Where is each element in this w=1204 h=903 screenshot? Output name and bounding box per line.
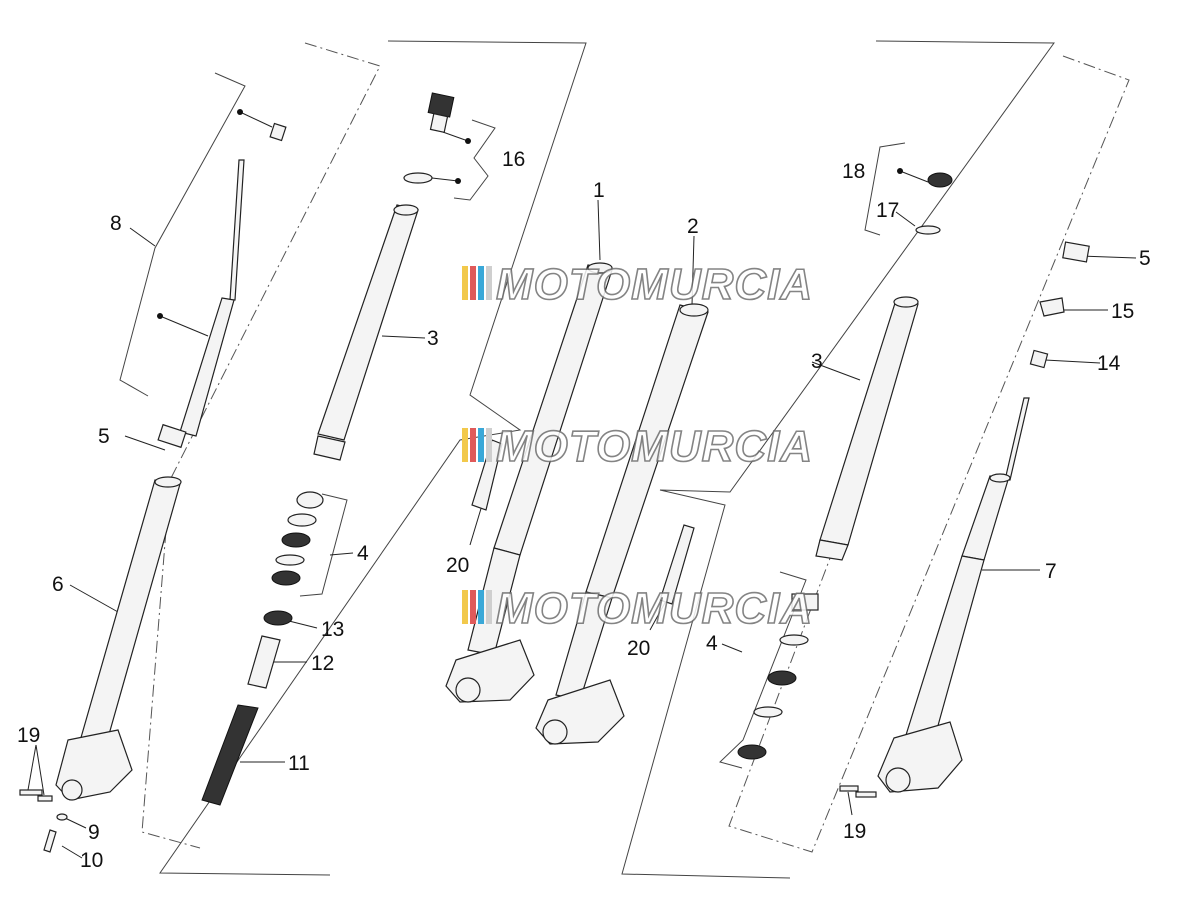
watermark-stripe [470, 266, 476, 300]
callout-20-left: 20 [446, 554, 469, 577]
watermark-text: MOTOMURCIA [496, 584, 813, 633]
callout-7: 7 [1045, 560, 1057, 583]
watermarks: MOTOMURCIA MOTOMURCIA MOTOMURCIA [462, 259, 813, 634]
watermark-text: MOTOMURCIA [496, 422, 813, 471]
watermark-stripe [462, 590, 468, 624]
watermark-stripe [486, 266, 492, 300]
watermark-stripe [462, 266, 468, 300]
watermark-stripe [478, 428, 484, 462]
callout-12: 12 [311, 652, 334, 675]
callout-11: 11 [288, 752, 310, 775]
center-fork-parts [445, 262, 709, 745]
callout-4-right: 4 [706, 632, 718, 655]
callout-15: 15 [1111, 300, 1134, 323]
callout-1: 1 [593, 179, 605, 202]
callout-14: 14 [1097, 352, 1121, 375]
watermark-stripe [470, 590, 476, 624]
callout-9: 9 [88, 821, 100, 844]
callout-4-left: 4 [357, 542, 369, 565]
watermark-top: MOTOMURCIA [462, 259, 813, 310]
group-outlines [119, 40, 1130, 879]
watermark-stripe [478, 266, 484, 300]
watermark-stripe [462, 428, 468, 462]
callout-6: 6 [52, 573, 64, 596]
callout-3-right: 3 [811, 350, 823, 373]
callout-5-left: 5 [98, 425, 110, 448]
callout-3-left: 3 [427, 327, 439, 350]
watermark-middle: MOTOMURCIA [462, 421, 813, 472]
left-fork-parts [19, 92, 471, 853]
callout-8: 8 [110, 212, 122, 235]
callout-2: 2 [687, 215, 699, 238]
callout-19-left: 19 [17, 724, 40, 747]
callout-13: 13 [321, 618, 344, 641]
callout-10: 10 [80, 849, 103, 872]
right-fork-parts [737, 168, 1090, 798]
callout-18: 18 [842, 160, 865, 183]
watermark-stripe [486, 590, 492, 624]
callout-17: 17 [876, 199, 899, 222]
watermark-stripe [470, 428, 476, 462]
callout-5-right: 5 [1139, 247, 1151, 270]
watermark-bottom: MOTOMURCIA [462, 583, 813, 634]
watermark-text: MOTOMURCIA [496, 260, 813, 309]
leader-lines [27, 111, 1137, 859]
watermark-stripe [486, 428, 492, 462]
callout-labels: 1 2 3 3 4 4 5 5 6 7 8 9 10 11 12 13 14 1… [17, 148, 1151, 872]
watermark-stripe [478, 590, 484, 624]
callout-20-right: 20 [627, 637, 650, 660]
callout-19-right: 19 [843, 820, 866, 843]
callout-16: 16 [502, 148, 525, 171]
